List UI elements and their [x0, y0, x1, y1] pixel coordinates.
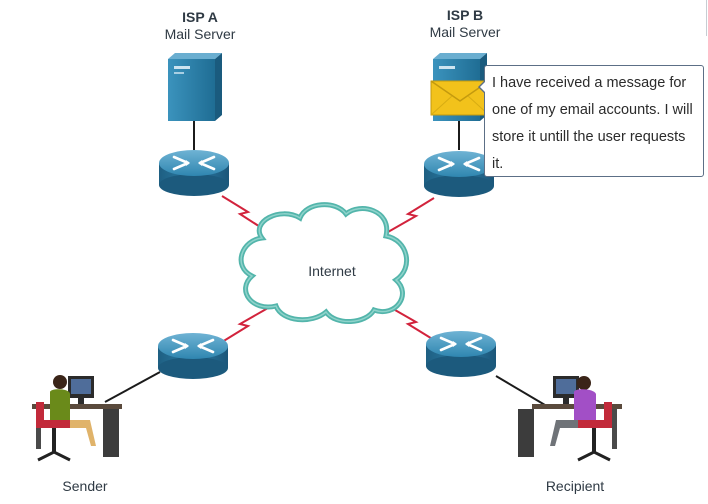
isp-a-label: ISP A Mail Server — [150, 9, 250, 43]
callout-pointer-fill — [480, 81, 486, 93]
message-callout: I have received a message for one of my … — [484, 65, 704, 177]
recipient-label: Recipient — [545, 478, 605, 494]
isp-b-role: Mail Server — [429, 24, 501, 40]
mail-server-icon — [168, 53, 222, 121]
isp-a-role: Mail Server — [164, 26, 236, 42]
links — [104, 120, 546, 406]
router-icon — [424, 329, 498, 379]
isp-b-label: ISP B Mail Server — [415, 7, 515, 41]
isp-a-name: ISP A — [182, 9, 218, 25]
workstation-user-icon — [518, 376, 622, 462]
divider — [706, 0, 707, 36]
workstation-user-icon — [32, 375, 122, 462]
internet-label: Internet — [308, 263, 356, 279]
router-icon — [157, 148, 231, 198]
router-icon — [156, 331, 230, 381]
isp-b-name: ISP B — [446, 7, 484, 23]
internet-cloud-icon — [238, 202, 409, 324]
sender-label: Sender — [62, 478, 108, 494]
serial-link-icon — [221, 195, 435, 343]
